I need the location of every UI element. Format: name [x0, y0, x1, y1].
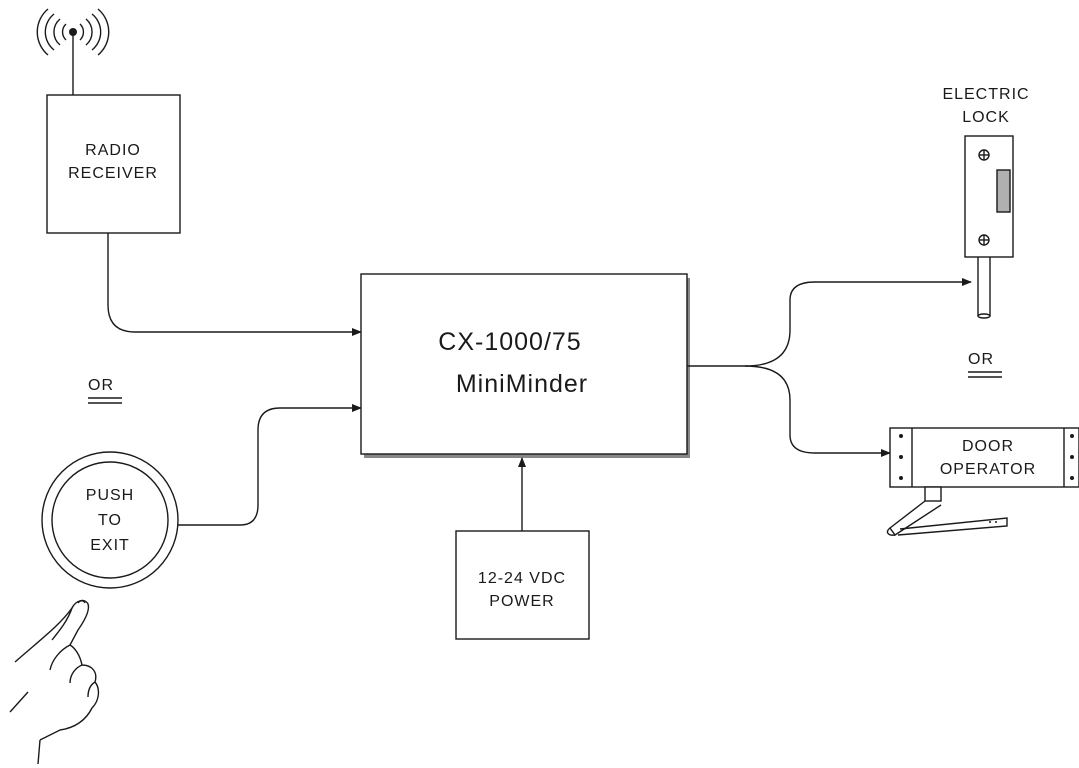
operator-wire	[744, 365, 891, 457]
push-label-3: EXIT	[90, 537, 130, 554]
screw-icon	[978, 234, 990, 246]
screw-icon	[978, 149, 990, 161]
lock-label-2: LOCK	[962, 109, 1010, 126]
or-right: OR	[968, 351, 1002, 378]
controller-name: MiniMinder	[456, 370, 588, 398]
lock-label-1: ELECTRIC	[942, 86, 1029, 103]
or-left-label: OR	[88, 377, 114, 394]
hand-icon	[9, 599, 100, 765]
radio-receiver-label-1: RADIO	[85, 142, 141, 159]
power-label-1: 12-24 VDC	[478, 570, 566, 587]
controller-block: CX-1000/75 MiniMinder	[360, 273, 690, 458]
button-wire	[178, 404, 362, 526]
radio-receiver-label-2: RECEIVER	[68, 165, 158, 182]
antenna-icon	[36, 8, 110, 95]
power-label-2: POWER	[489, 593, 554, 610]
or-left: OR	[88, 377, 122, 404]
operator-label-1: DOOR	[962, 438, 1014, 455]
electric-lock: ELECTRIC LOCK	[942, 86, 1029, 319]
radio-receiver-block: RADIO RECEIVER	[46, 94, 181, 234]
controller-model: CX-1000/75	[438, 328, 581, 356]
operator-label-2: OPERATOR	[940, 461, 1036, 478]
lock-wire	[687, 278, 972, 367]
push-label-1: PUSH	[86, 487, 134, 504]
push-to-exit-button: PUSH TO EXIT	[41, 451, 179, 589]
or-right-label: OR	[968, 351, 994, 368]
receiver-wire	[107, 233, 362, 336]
power-block: 12-24 VDC POWER	[455, 530, 590, 640]
door-operator: DOOR OPERATOR	[886, 427, 1079, 536]
push-label-2: TO	[98, 512, 122, 529]
